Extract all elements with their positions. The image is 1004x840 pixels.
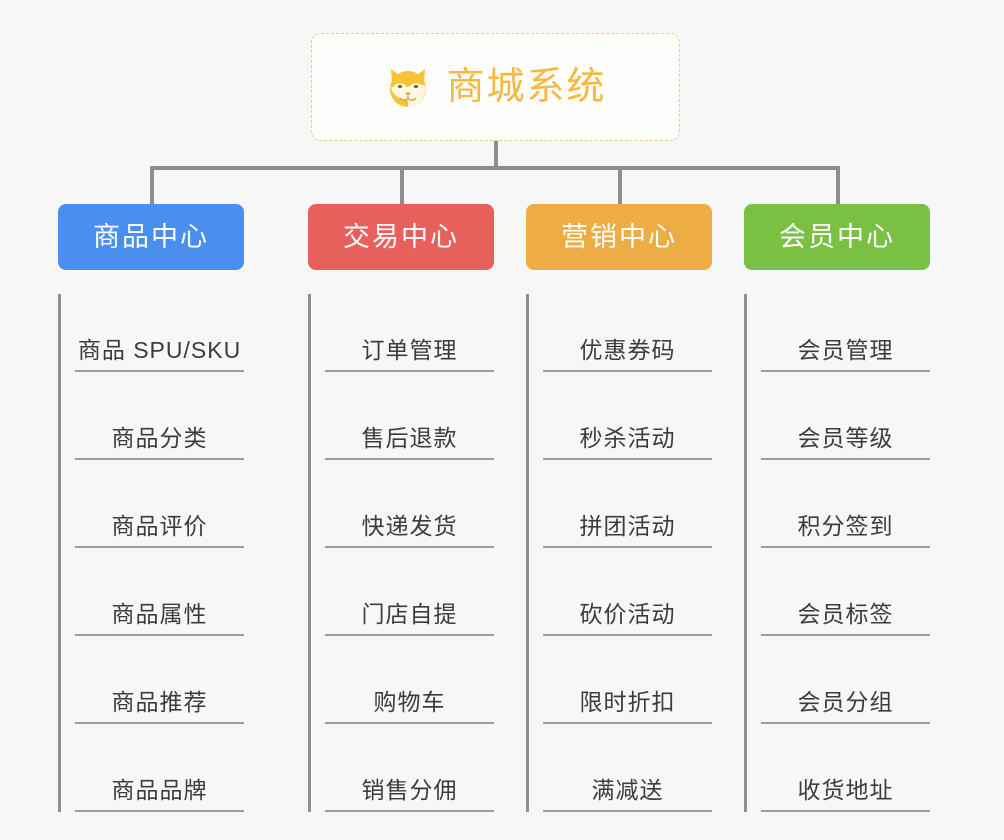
connector-drop-2 bbox=[400, 166, 404, 204]
list-item[interactable]: 拼团活动 bbox=[543, 460, 712, 548]
list-item-label: 门店自提 bbox=[361, 601, 458, 627]
branch-header-3[interactable]: 营销中心 bbox=[526, 204, 712, 270]
list-item-label: 积分签到 bbox=[797, 513, 894, 539]
list-item[interactable]: 销售分佣 bbox=[325, 724, 494, 812]
branch-column-3: 营销中心 优惠券码 秒杀活动 拼团活动 砍价活动 限时折扣 满减送 bbox=[526, 204, 712, 812]
branch-header-3-label: 营销中心 bbox=[561, 221, 677, 252]
list-item[interactable]: 优惠券码 bbox=[543, 294, 712, 372]
list-item-label: 商品属性 bbox=[111, 601, 208, 627]
list-item[interactable]: 会员标签 bbox=[761, 548, 930, 636]
list-item[interactable]: 商品推荐 bbox=[75, 636, 244, 724]
list-item[interactable]: 砍价活动 bbox=[543, 548, 712, 636]
list-item-label: 会员管理 bbox=[797, 337, 894, 363]
list-item-label: 商品 SPU/SKU bbox=[77, 337, 242, 363]
list-item[interactable]: 门店自提 bbox=[325, 548, 494, 636]
connector-drop-3 bbox=[618, 166, 622, 204]
list-item-label: 满减送 bbox=[591, 777, 664, 803]
list-item[interactable]: 商品分类 bbox=[75, 372, 244, 460]
list-item[interactable]: 商品属性 bbox=[75, 548, 244, 636]
list-item-label: 会员标签 bbox=[797, 601, 894, 627]
branch-header-1-label: 商品中心 bbox=[93, 221, 209, 252]
root-node[interactable]: 商城系统 bbox=[311, 33, 680, 141]
list-item-label: 优惠券码 bbox=[579, 337, 676, 363]
list-item-label: 拼团活动 bbox=[579, 513, 676, 539]
list-item-label: 商品推荐 bbox=[111, 689, 208, 715]
list-item-label: 销售分佣 bbox=[361, 777, 458, 803]
list-item[interactable]: 会员分组 bbox=[761, 636, 930, 724]
branch-header-1[interactable]: 商品中心 bbox=[58, 204, 244, 270]
branch-header-2[interactable]: 交易中心 bbox=[308, 204, 494, 270]
connector-root-stem bbox=[494, 141, 498, 168]
list-item[interactable]: 会员管理 bbox=[761, 294, 930, 372]
list-item-label: 砍价活动 bbox=[579, 601, 676, 627]
list-item-label: 限时折扣 bbox=[579, 689, 676, 715]
shiba-dog-icon bbox=[384, 63, 432, 111]
branch-column-4: 会员中心 会员管理 会员等级 积分签到 会员标签 会员分组 收货地址 bbox=[744, 204, 930, 812]
list-item-label: 快递发货 bbox=[361, 513, 458, 539]
branch-column-2: 交易中心 订单管理 售后退款 快递发货 门店自提 购物车 销售分佣 bbox=[308, 204, 494, 812]
branch-column-1: 商品中心 商品 SPU/SKU 商品分类 商品评价 商品属性 商品推荐 商品品牌 bbox=[58, 204, 244, 812]
list-item[interactable]: 商品品牌 bbox=[75, 724, 244, 812]
list-item-label: 会员等级 bbox=[797, 425, 894, 451]
branch-header-2-label: 交易中心 bbox=[343, 221, 459, 252]
page-title: 商城系统 bbox=[446, 66, 607, 108]
list-item[interactable]: 售后退款 bbox=[325, 372, 494, 460]
list-item[interactable]: 满减送 bbox=[543, 724, 712, 812]
list-item-label: 秒杀活动 bbox=[579, 425, 676, 451]
list-item[interactable]: 会员等级 bbox=[761, 372, 930, 460]
list-item[interactable]: 订单管理 bbox=[325, 294, 494, 372]
list-item-label: 购物车 bbox=[373, 689, 446, 715]
list-item[interactable]: 商品 SPU/SKU bbox=[75, 294, 244, 372]
branch-item-list-2: 订单管理 售后退款 快递发货 门店自提 购物车 销售分佣 bbox=[308, 294, 494, 812]
list-item[interactable]: 限时折扣 bbox=[543, 636, 712, 724]
list-item-label: 收货地址 bbox=[797, 777, 894, 803]
list-item[interactable]: 收货地址 bbox=[761, 724, 930, 812]
branch-header-4-label: 会员中心 bbox=[779, 221, 895, 252]
list-item-label: 商品评价 bbox=[111, 513, 208, 539]
list-item[interactable]: 商品评价 bbox=[75, 460, 244, 548]
connector-horizontal-bus bbox=[150, 166, 840, 170]
list-item-label: 会员分组 bbox=[797, 689, 894, 715]
connector-drop-1 bbox=[150, 166, 154, 204]
branch-header-4[interactable]: 会员中心 bbox=[744, 204, 930, 270]
list-item[interactable]: 秒杀活动 bbox=[543, 372, 712, 460]
list-item[interactable]: 积分签到 bbox=[761, 460, 930, 548]
list-item[interactable]: 购物车 bbox=[325, 636, 494, 724]
connector-drop-4 bbox=[836, 166, 840, 204]
list-item-label: 商品分类 bbox=[111, 425, 208, 451]
list-item[interactable]: 快递发货 bbox=[325, 460, 494, 548]
branch-item-list-1: 商品 SPU/SKU 商品分类 商品评价 商品属性 商品推荐 商品品牌 bbox=[58, 294, 244, 812]
list-item-label: 订单管理 bbox=[361, 337, 458, 363]
list-item-label: 商品品牌 bbox=[111, 777, 208, 803]
branch-item-list-3: 优惠券码 秒杀活动 拼团活动 砍价活动 限时折扣 满减送 bbox=[526, 294, 712, 812]
branch-item-list-4: 会员管理 会员等级 积分签到 会员标签 会员分组 收货地址 bbox=[744, 294, 930, 812]
list-item-label: 售后退款 bbox=[361, 425, 458, 451]
